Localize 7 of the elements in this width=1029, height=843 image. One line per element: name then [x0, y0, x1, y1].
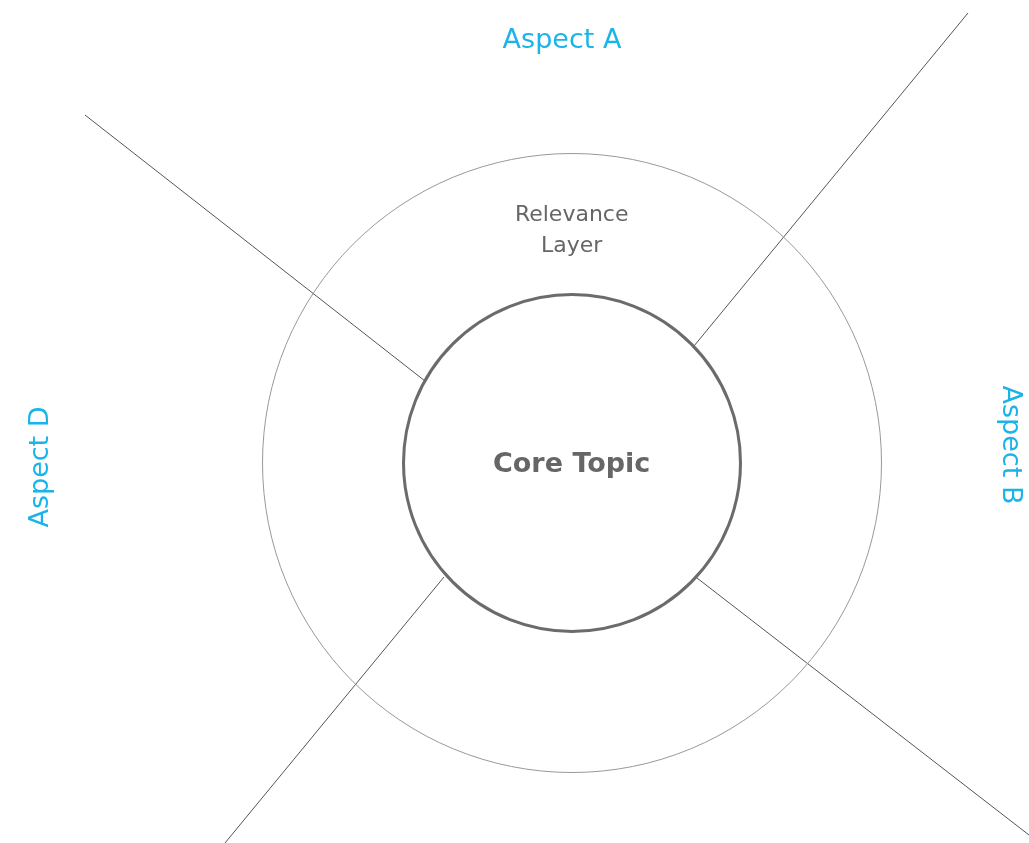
- aspect-label: Aspect B: [996, 385, 1028, 505]
- core-label: Core Topic: [492, 445, 652, 480]
- aspect-label: Aspect D: [22, 406, 54, 528]
- core-circle: [401, 292, 742, 633]
- aspect-label: Aspect A: [502, 22, 622, 54]
- ring-label: Relevance Layer: [513, 200, 630, 259]
- outer-ring: [262, 153, 882, 773]
